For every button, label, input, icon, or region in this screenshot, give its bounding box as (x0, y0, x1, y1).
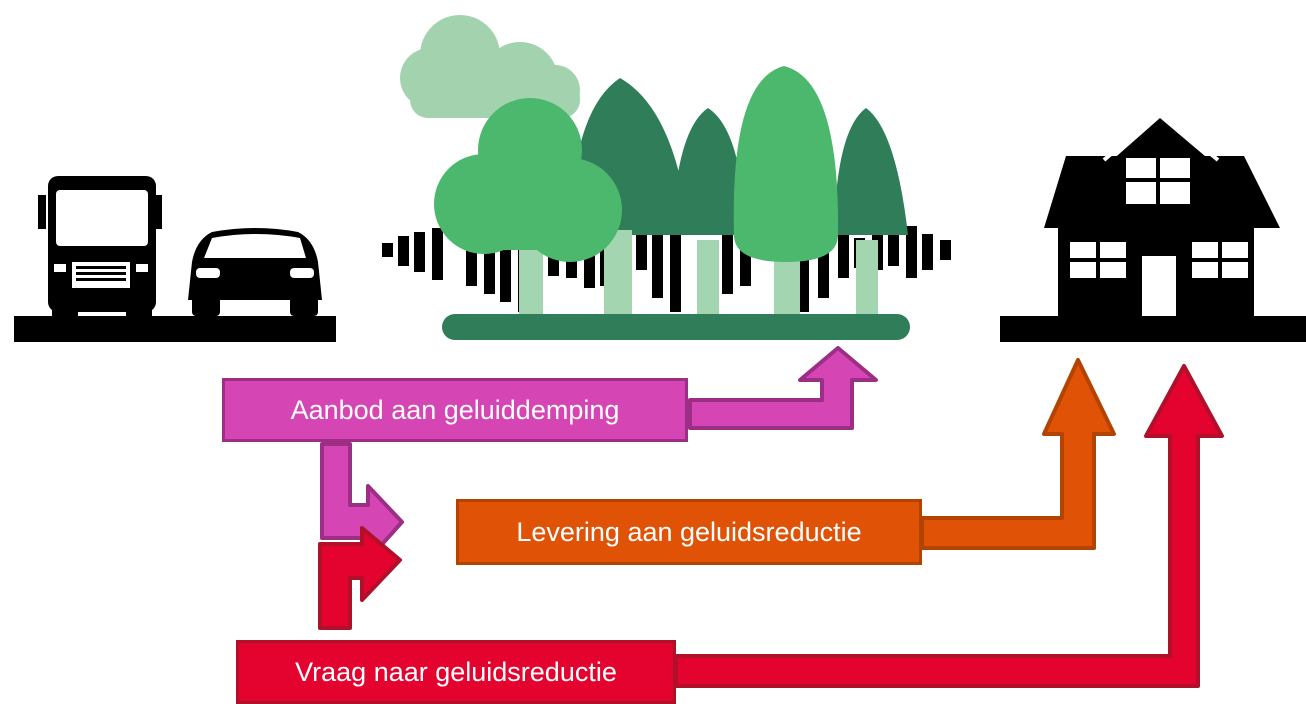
delivery-label-box: Levering aan geluidsreductie (456, 499, 922, 565)
supply-to-delivery-arrow (320, 442, 404, 562)
cloud-icon (400, 15, 580, 118)
demand-label-box: Vraag naar geluidsreductie (236, 640, 676, 704)
delivery-to-house-arrow (920, 358, 1116, 550)
demand-to-delivery-arrow (318, 526, 402, 630)
supply-to-forest-arrow (688, 346, 878, 430)
truck-icon (38, 176, 162, 318)
demand-to-house-arrow (674, 364, 1224, 688)
house-icon (1000, 109, 1306, 342)
supply-label-box: Aanbod aan geluiddemping (222, 378, 688, 442)
car-icon (188, 228, 322, 316)
forest-icon (434, 66, 910, 340)
road-icon (14, 316, 336, 342)
